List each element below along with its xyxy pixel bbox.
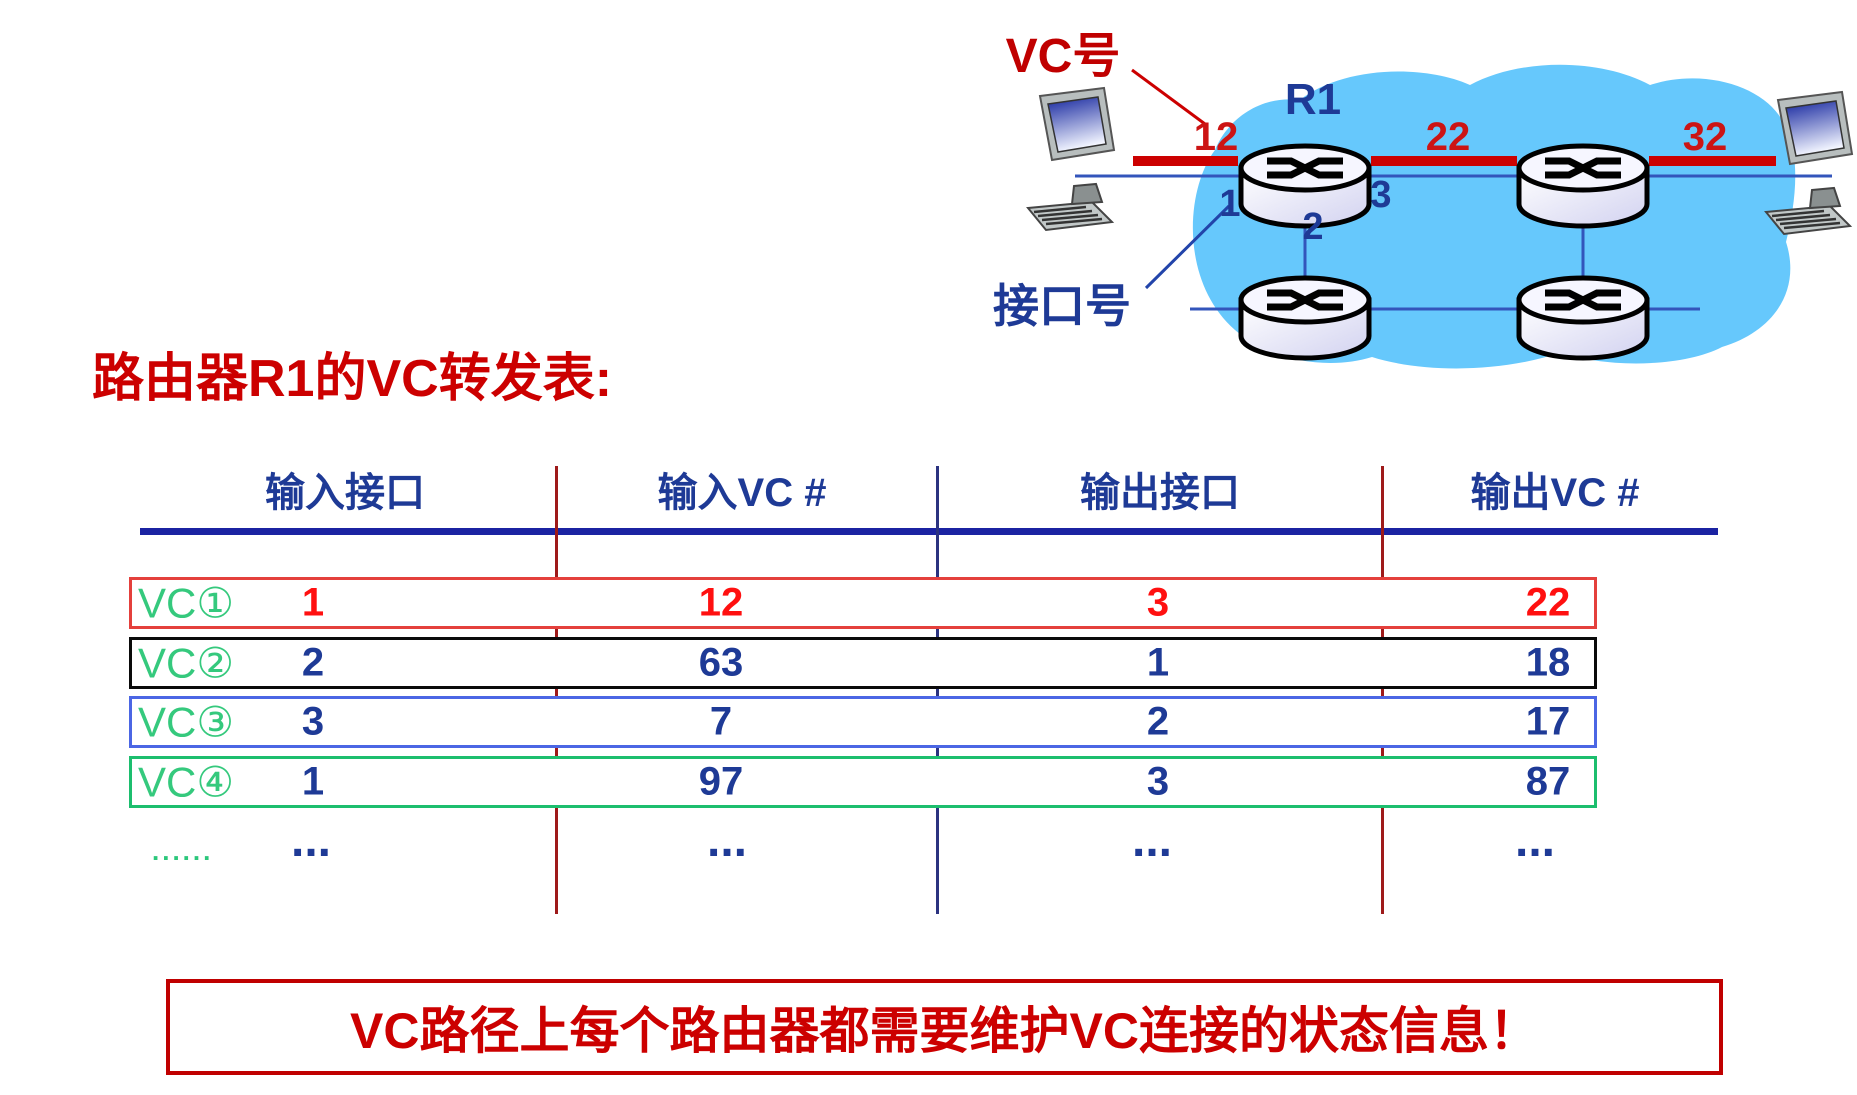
vc-row-tag: VC③ [138, 698, 234, 746]
cell-input-interface: 1 [301, 580, 325, 625]
interface-number-pointer-line [1144, 204, 1231, 290]
cell-output-vc: 18 [1525, 640, 1571, 685]
cell-output-interface: 2 [1146, 699, 1170, 744]
state-info-banner: VC路径上每个路由器都需要维护VC连接的状态信息！ [166, 979, 1723, 1075]
cell-output-interface: 1 [1146, 640, 1170, 685]
port-number-1: 1 [1219, 183, 1241, 225]
router-icon [1241, 278, 1369, 358]
banner-text: VC路径上每个路由器都需要维护VC连接的状态信息！ [350, 1003, 1539, 1059]
column-header-output-interface: 输出接口 [1080, 471, 1240, 515]
table-header-rule [140, 528, 1718, 535]
router-icon [1519, 146, 1647, 226]
cell-input-vc: 7 [709, 699, 733, 744]
router-r1-label: R1 [1284, 75, 1342, 124]
router-icon [1519, 278, 1647, 358]
vc-link-bar-12 [1133, 156, 1238, 166]
ellipsis-cell: ... [706, 814, 748, 867]
column-separator-1 [555, 466, 558, 914]
table-row: VC③ 3 7 2 17 [129, 696, 1597, 748]
vc-link-bar-22 [1371, 156, 1517, 166]
column-header-input-vc: 输入VC # [657, 471, 827, 515]
ellipsis-cell: ... [1514, 814, 1556, 867]
cell-input-vc: 97 [698, 759, 744, 804]
network-diagram [1026, 64, 1854, 369]
cell-input-interface: 2 [301, 640, 325, 685]
table-row: VC① 1 12 3 22 [129, 577, 1597, 629]
column-header-output-vc: 输出VC # [1470, 471, 1640, 515]
column-separator-2 [936, 466, 939, 914]
link-vc-number-32: 32 [1682, 115, 1728, 159]
cell-output-vc: 17 [1525, 699, 1571, 744]
port-number-3: 3 [1370, 174, 1392, 216]
cell-input-vc: 12 [698, 580, 744, 625]
column-header-input-interface: 输入接口 [265, 471, 425, 515]
link-vc-number-22: 22 [1425, 115, 1471, 159]
table-row: VC② 2 63 1 18 [129, 637, 1597, 689]
cell-output-vc: 87 [1525, 759, 1571, 804]
vc-number-pointer-line [1131, 68, 1206, 126]
cell-output-vc: 22 [1525, 580, 1571, 625]
interface-number-label: 接口号 [993, 280, 1131, 332]
column-separator-3 [1381, 466, 1384, 914]
vc-number-label: VC号 [1005, 30, 1121, 83]
port-number-2: 2 [1302, 206, 1324, 248]
vc-link-bar-32 [1649, 156, 1776, 166]
computer-icon [1026, 86, 1116, 232]
cell-input-interface: 3 [301, 699, 325, 744]
link-vc-number-12: 12 [1193, 115, 1239, 159]
cell-output-interface: 3 [1146, 580, 1170, 625]
cell-output-interface: 3 [1146, 759, 1170, 804]
table-title: 路由器R1的VC转发表: [92, 350, 613, 408]
vc-row-tag: VC② [138, 639, 234, 687]
vc-row-tag: VC① [138, 579, 234, 627]
cell-input-vc: 63 [698, 640, 744, 685]
ellipsis-row-tag: ...... [152, 836, 214, 866]
vc-row-tag: VC④ [138, 758, 234, 806]
table-row: VC④ 1 97 3 87 [129, 756, 1597, 808]
cell-input-interface: 1 [301, 759, 325, 804]
ellipsis-cell: ... [290, 814, 332, 867]
ellipsis-cell: ... [1131, 814, 1173, 867]
